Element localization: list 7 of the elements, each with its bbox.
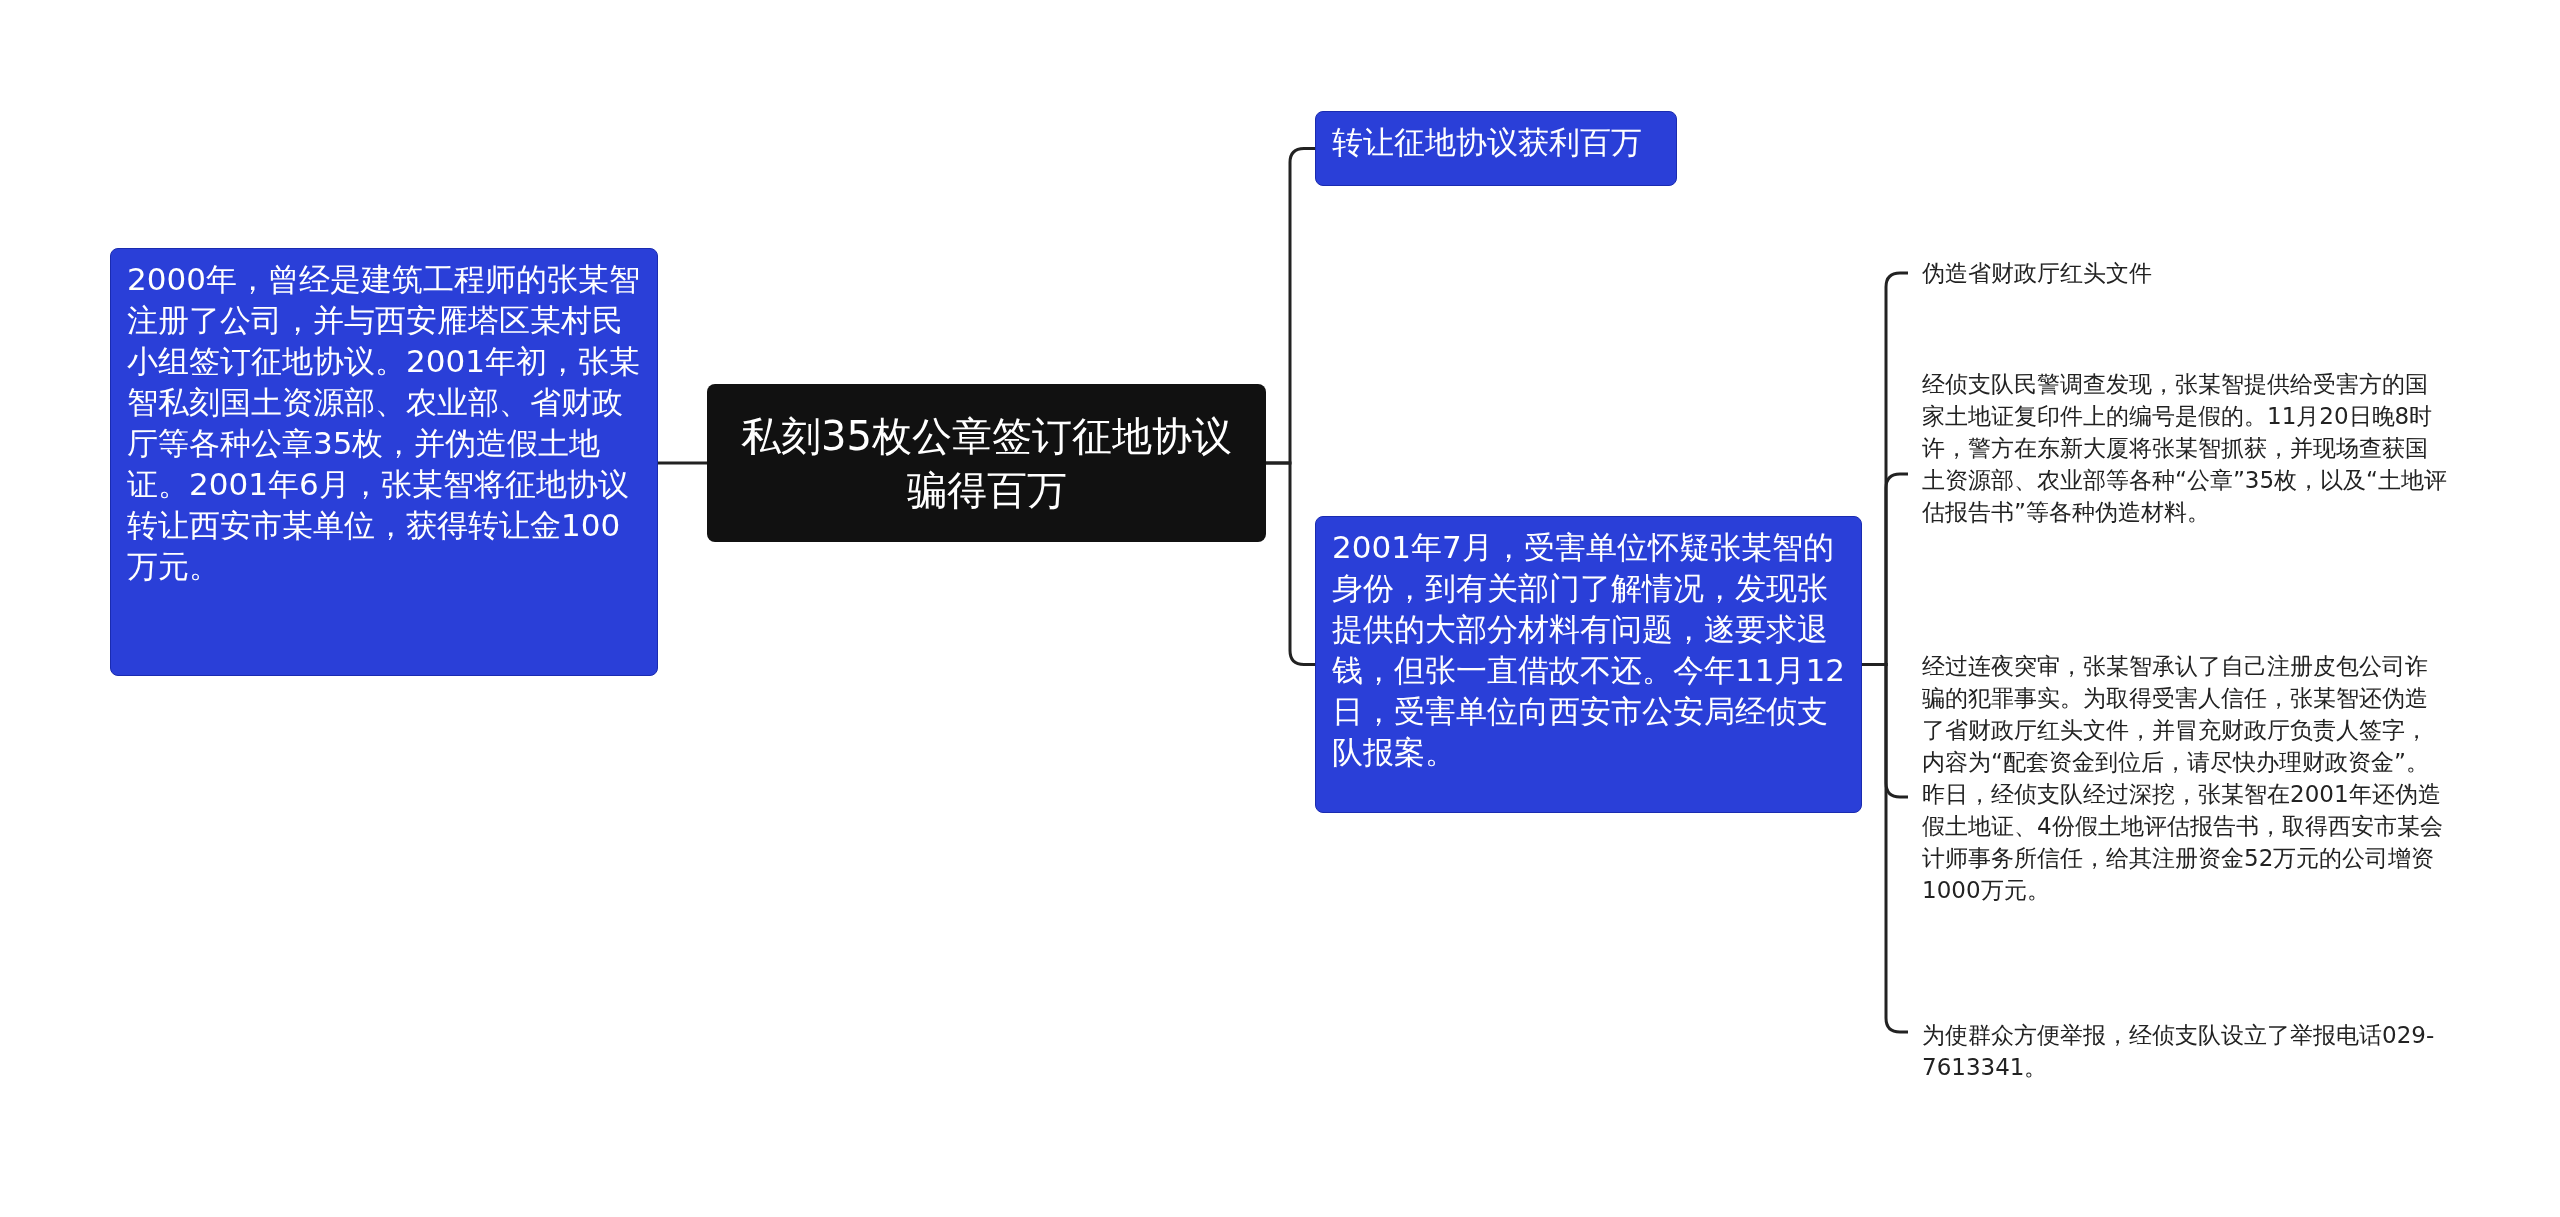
topic-box: 私刻35枚公章签订征地协议骗得百万 (707, 384, 1266, 542)
topic-box: 2000年，曾经是建筑工程师的张某智注册了公司，并与西安雁塔区某村民小组签订征地协议。2001年初，张某智私刻国土资源部、农业部、省财政厅等各种公章35枚，并伪造假土地证。2001年6月，张某智将征地协议转让西安市某单位，获得转让金100万元。 (110, 248, 658, 676)
connector-line (1862, 663, 1908, 1034)
connector-line (1266, 461, 1315, 666)
topic-box: 转让征地协议获利百万 (1315, 111, 1677, 186)
connector-line (658, 461, 707, 465)
topic-box: 2001年7月，受害单位怀疑张某智的身份，到有关部门了解情况，发现张提供的大部分材料有问题，遂要求退钱，但张一直借故不还。今年11月12日，受害单位向西安市公安局经侦支队报案。 (1315, 516, 1862, 813)
